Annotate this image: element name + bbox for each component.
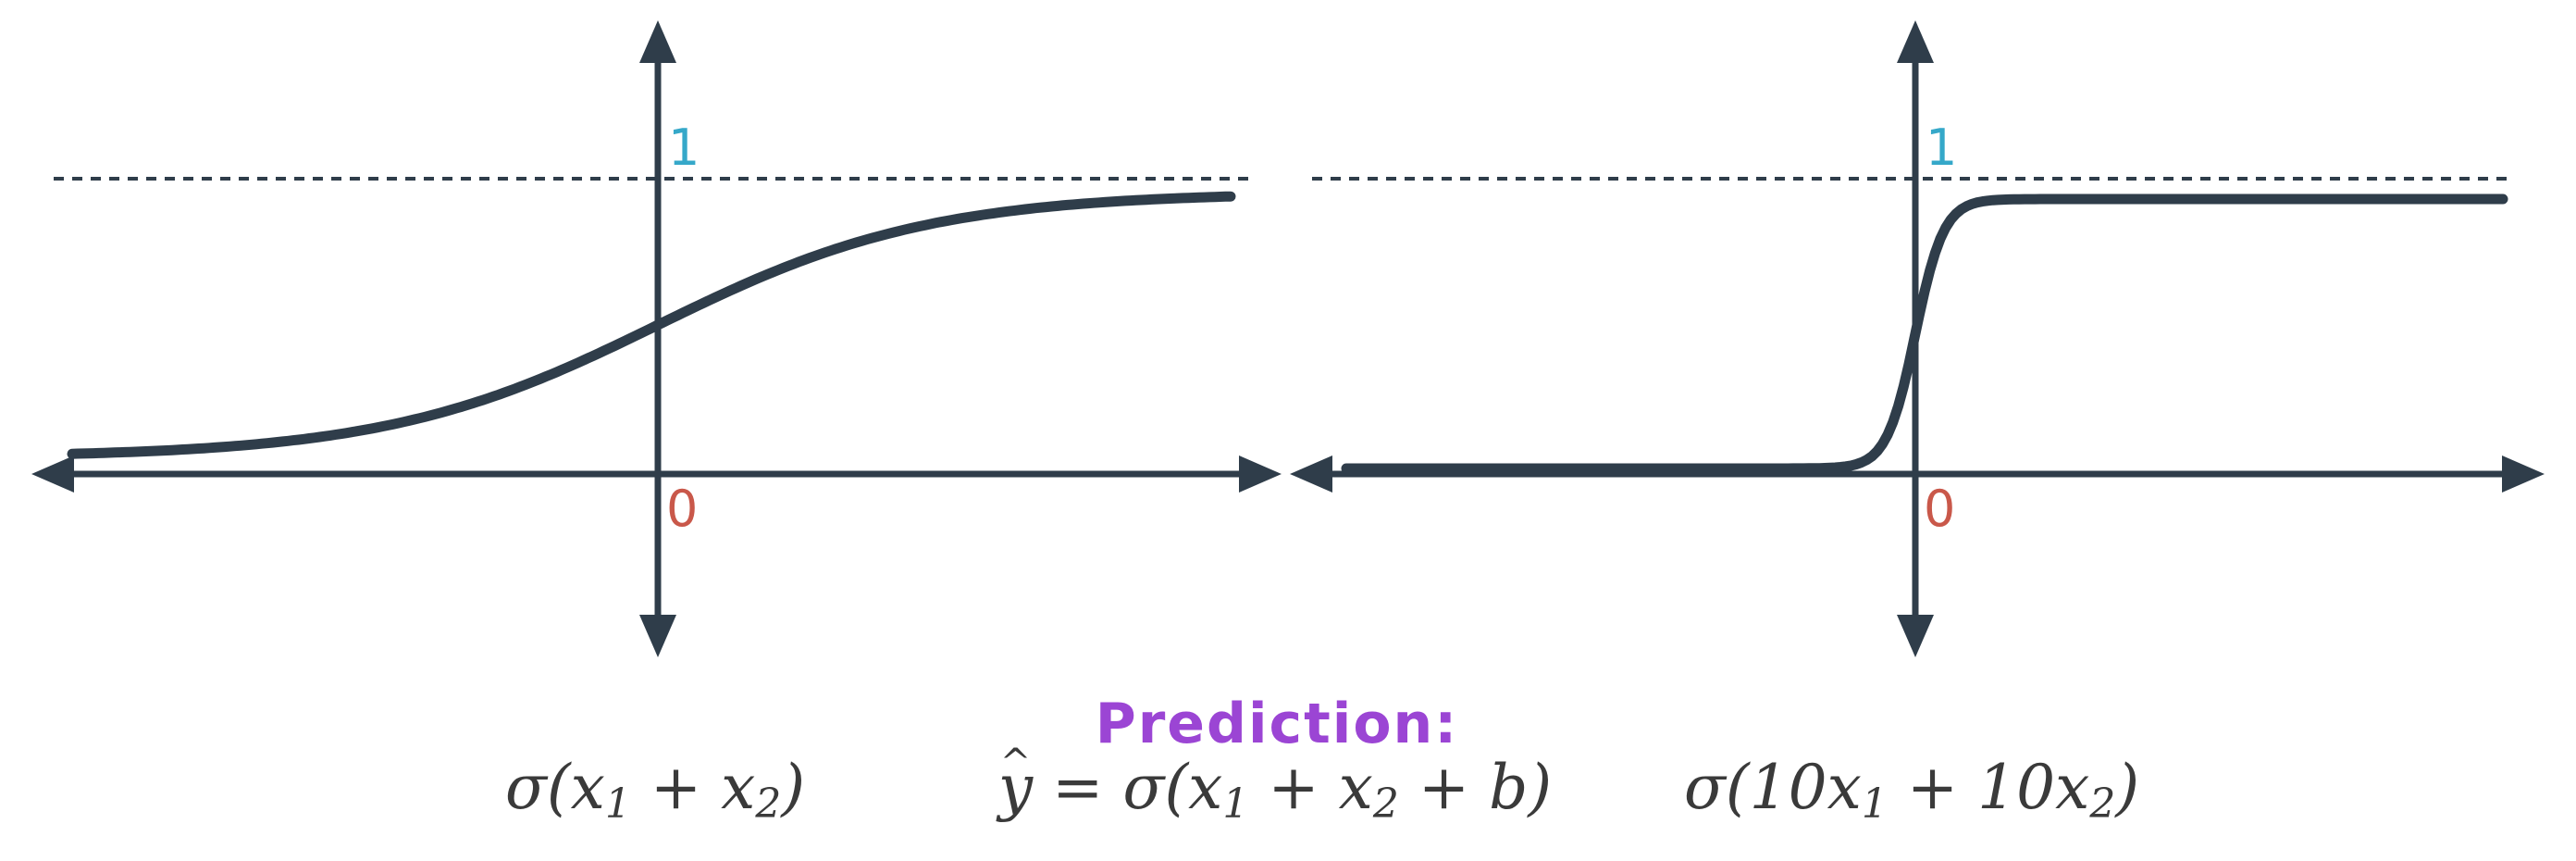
left-plot: 1 0 xyxy=(31,20,1282,657)
left-x-axis-left-arrow xyxy=(31,455,74,493)
right-formula-suffix: ) xyxy=(2115,752,2140,823)
right-tick-one: 1 xyxy=(1926,119,1957,177)
right-x-axis-right-arrow xyxy=(2502,455,2545,493)
left-formula-suffix: ) xyxy=(781,752,806,823)
right-y-axis-up-arrow xyxy=(1897,20,1934,63)
right-sigmoid-curve xyxy=(1341,193,2508,474)
prediction-formula-sub2: 2 xyxy=(1372,780,1399,828)
left-formula-middle: + x xyxy=(630,752,756,823)
right-formula-prefix: σ(10x xyxy=(1683,752,1862,823)
right-formula-middle: + 10x xyxy=(1887,752,2090,823)
left-formula-sub2: 2 xyxy=(755,780,782,828)
right-plot: 1 0 xyxy=(1290,20,2545,657)
prediction-formula: y = σ(x1 + x2 + b) xyxy=(998,757,1552,825)
right-tick-zero: 0 xyxy=(1924,480,1955,538)
prediction-formula-suffix: + b) xyxy=(1398,752,1553,823)
left-sigmoid-curve xyxy=(67,191,1236,459)
left-y-axis-down-arrow xyxy=(639,615,676,657)
left-tick-one: 1 xyxy=(668,119,700,177)
prediction-formula-prefix: = σ(x xyxy=(1033,752,1223,823)
prediction-hat-var: y xyxy=(998,757,1033,818)
left-formula-prefix: σ(x xyxy=(504,752,605,823)
prediction-formula-middle: + x xyxy=(1248,752,1373,823)
left-plot-formula: σ(x1 + x2) xyxy=(505,757,805,825)
right-y-axis-down-arrow xyxy=(1897,615,1934,657)
right-formula-sub1: 1 xyxy=(1861,780,1888,828)
left-tick-zero: 0 xyxy=(666,480,698,538)
left-formula-sub1: 1 xyxy=(604,780,631,828)
left-y-axis-up-arrow xyxy=(639,20,676,63)
left-x-axis-right-arrow xyxy=(1239,455,1282,493)
right-x-axis-left-arrow xyxy=(1290,455,1332,493)
prediction-label: Prediction: xyxy=(1095,692,1459,756)
right-formula-sub2: 2 xyxy=(2089,780,2116,828)
prediction-formula-sub1: 1 xyxy=(1222,780,1249,828)
right-plot-formula: σ(10x1 + 10x2) xyxy=(1684,757,2139,825)
